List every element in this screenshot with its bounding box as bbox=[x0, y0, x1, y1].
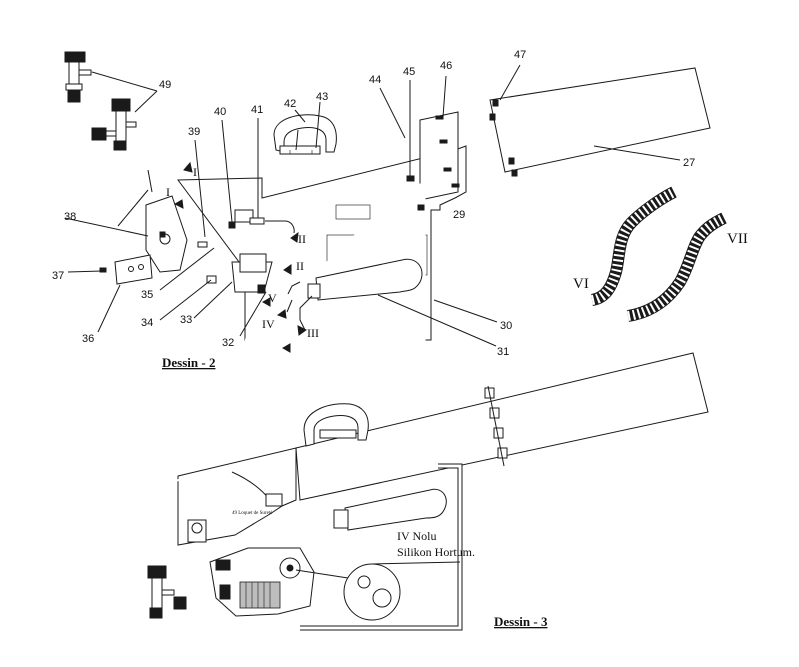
caption-dessin-3: Dessin - 3 bbox=[494, 614, 548, 629]
engine-block bbox=[187, 519, 315, 617]
label-46: 46 bbox=[440, 60, 452, 72]
note-hose-line2: Silikon Hortum. bbox=[397, 545, 475, 559]
conn-mark-VII: VII bbox=[727, 231, 748, 247]
valve-assembled bbox=[147, 565, 187, 619]
conn-mark-IV: IV bbox=[262, 317, 275, 331]
conn-mark-V: V bbox=[268, 291, 277, 305]
conn-mark-I-top: I bbox=[193, 165, 197, 179]
dessin-2-group: 49 I 42 43 44 45 46 bbox=[52, 49, 711, 370]
label-40: 40 bbox=[214, 106, 226, 118]
label-47: 47 bbox=[514, 49, 526, 61]
label-37: 37 bbox=[52, 270, 64, 282]
label-31: 31 bbox=[497, 346, 509, 358]
valve-part-49-upper bbox=[64, 51, 92, 103]
tube-joint-clamp bbox=[484, 385, 508, 467]
label-30: 30 bbox=[500, 320, 512, 332]
detail-circle bbox=[343, 563, 401, 621]
label-32: 32 bbox=[222, 337, 234, 349]
conn-mark-VI: VI bbox=[573, 276, 589, 292]
label-29: 29 bbox=[453, 209, 465, 221]
label-36: 36 bbox=[82, 333, 94, 345]
small-label-loquet: 49 Loquet de Sureté bbox=[232, 511, 273, 516]
note-hose-line1: IV Nolu bbox=[397, 529, 436, 543]
caption-dessin-2: Dessin - 2 bbox=[162, 355, 215, 370]
label-43: 43 bbox=[316, 91, 328, 103]
tank-31 bbox=[315, 258, 423, 301]
label-27: 27 bbox=[683, 157, 695, 169]
label-34: 34 bbox=[141, 317, 153, 329]
label-35: 35 bbox=[141, 289, 153, 301]
label-45: 45 bbox=[403, 66, 415, 78]
label-33: 33 bbox=[180, 314, 192, 326]
assembled-blower-tube bbox=[295, 352, 709, 501]
conn-mark-II-lower: II bbox=[296, 259, 304, 273]
label-42: 42 bbox=[284, 98, 296, 110]
blower-tube-27 bbox=[489, 67, 711, 173]
label-49: 49 bbox=[159, 79, 171, 91]
label-38: 38 bbox=[64, 211, 76, 223]
conn-mark-II-top: II bbox=[298, 232, 306, 246]
conn-mark-III: III bbox=[307, 326, 319, 340]
corrugated-hoses: VI VII bbox=[573, 186, 748, 322]
label-39: 39 bbox=[188, 126, 200, 138]
dessin-3-group: 49 Loquet de Sureté IV Nolu Silikon Hort… bbox=[104, 352, 709, 631]
valve-part-49-lower bbox=[91, 98, 137, 151]
conn-mark-I-body: I bbox=[166, 185, 170, 199]
label-44: 44 bbox=[369, 74, 381, 86]
label-41: 41 bbox=[251, 104, 263, 116]
